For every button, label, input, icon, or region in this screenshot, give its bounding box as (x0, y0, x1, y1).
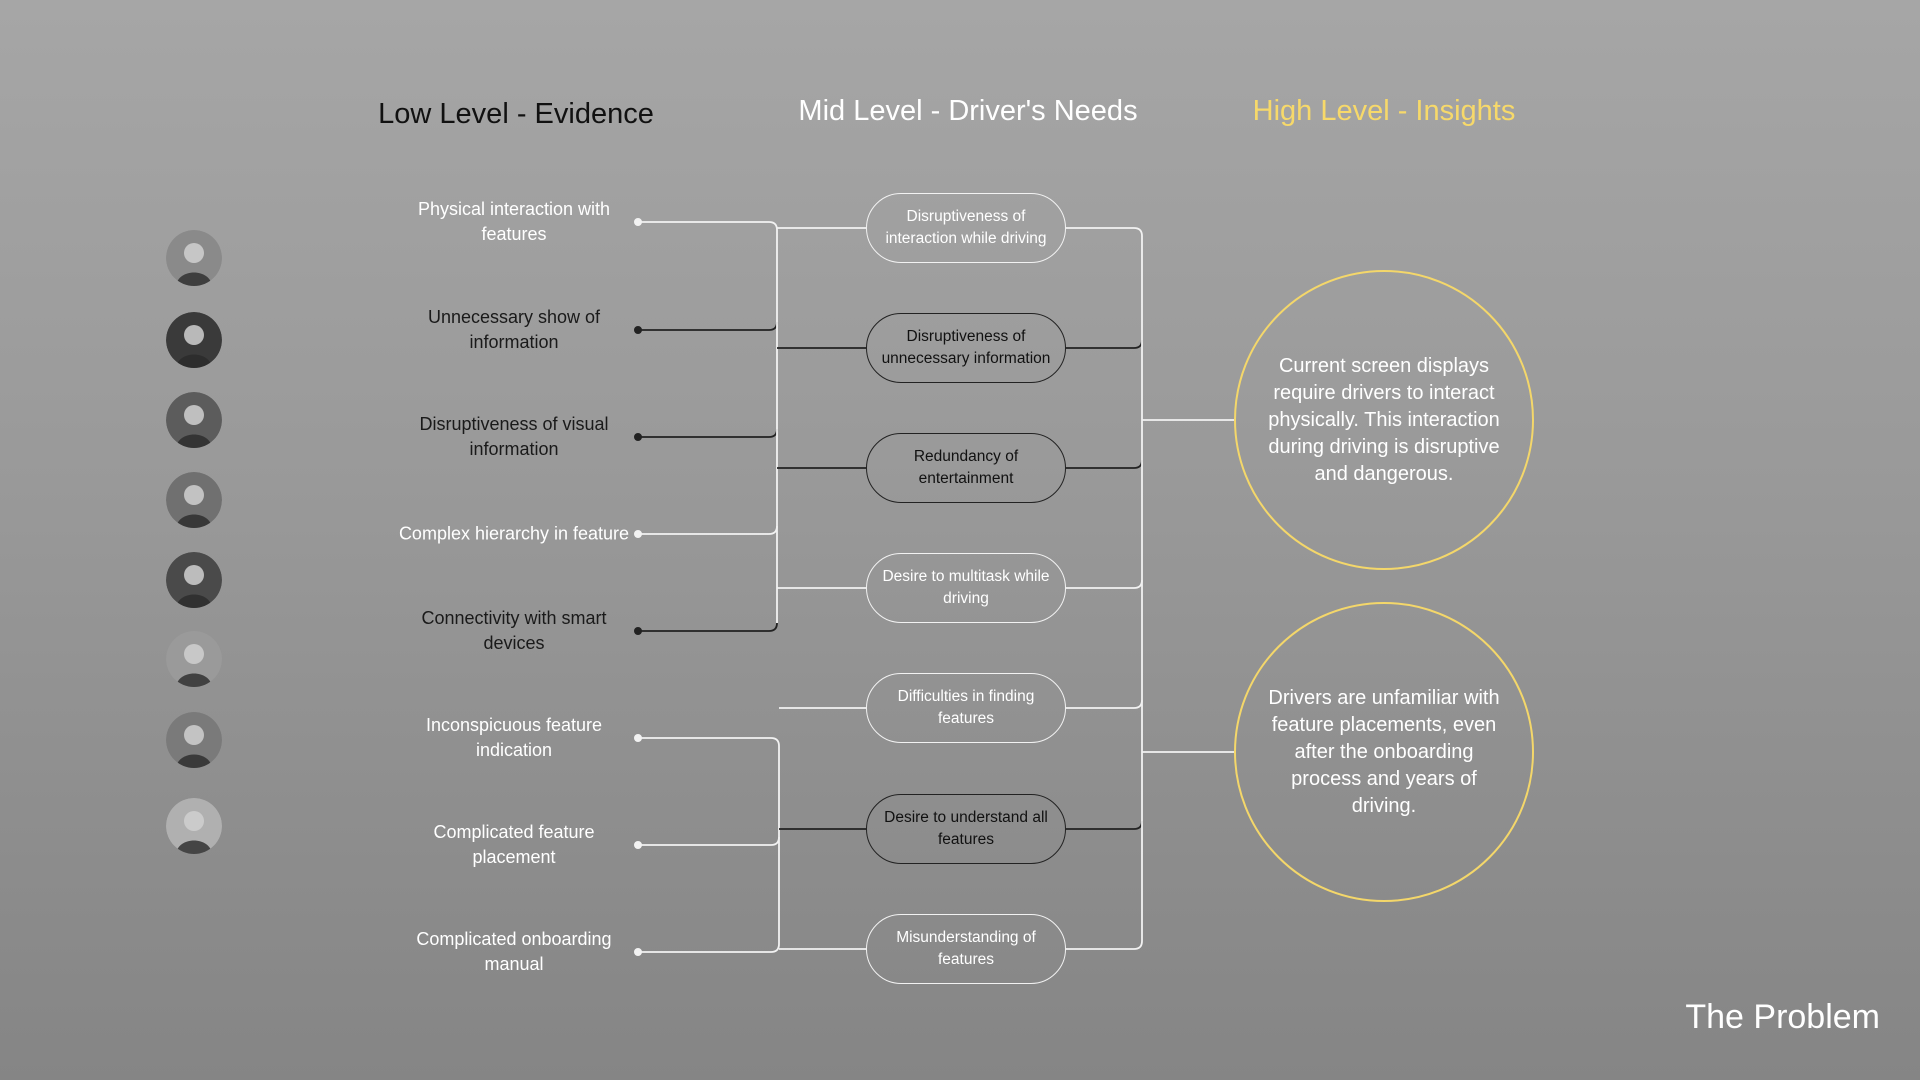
connector-dot (634, 218, 642, 226)
need-out-connector (1066, 459, 1143, 469)
evidence-connector (638, 836, 780, 846)
evidence-complex-hierarchy-in-feature: Complex hierarchy in feature (398, 523, 630, 544)
evidence-inconspicuous-feature-indication: Inconspicuous feature indication (425, 715, 603, 760)
connector-dot (634, 627, 642, 635)
insight-text: Drivers are unfamiliar with feature plac… (1268, 686, 1500, 817)
evidence-physical-interaction-with-features: Physical interaction with features (417, 199, 611, 244)
evidence-connector (638, 943, 780, 953)
participant-1-avatar (166, 230, 222, 286)
need-label: Disruptiveness of interaction while driv… (885, 208, 1047, 247)
evidence-disruptiveness-of-visual-information: Disruptiveness of visual information (419, 414, 609, 459)
heading-high-level-insights: High Level - Insights (1252, 95, 1516, 127)
evidence-connector (638, 737, 780, 747)
participant-7-avatar (166, 712, 222, 768)
need-label: Redundancy of entertainment (913, 448, 1019, 487)
need-out-connector (1066, 339, 1143, 349)
connector-dot (634, 734, 642, 742)
participant-3-avatar (166, 392, 222, 448)
need-desire-to-multitask-while-driving: Desire to multitask while driving (866, 553, 1066, 623)
participant-8-avatar (166, 798, 222, 854)
evidence-connector (638, 321, 778, 331)
connector-dot (634, 433, 642, 441)
participant-6-avatar (166, 631, 222, 687)
evidence-complicated-feature-placement: Complicated feature placement (433, 822, 595, 867)
evidence-connectivity-with-smart-devices: Connectivity with smart devices (421, 608, 607, 653)
need-label: Desire to multitask while driving (882, 568, 1050, 607)
need-disruptiveness-of-interaction-while-driving: Disruptiveness of interaction while driv… (866, 193, 1066, 263)
evidence-complicated-onboarding-manual: Complicated onboarding manual (416, 929, 612, 974)
need-misunderstanding-of-features: Misunderstanding of features (866, 914, 1066, 984)
need-difficulties-in-finding-features: Difficulties in finding features (866, 673, 1066, 743)
need-label: Difficulties in finding features (897, 688, 1035, 727)
need-label: Desire to understand all features (884, 809, 1048, 848)
insight-circle-1: Current screen displays require drivers … (1234, 270, 1534, 570)
slide-title: The Problem (1685, 998, 1880, 1036)
participant-5-avatar (166, 552, 222, 608)
need-label: Disruptiveness of unnecessary informatio… (881, 328, 1051, 367)
need-out-connector (1066, 940, 1143, 950)
evidence-unnecessary-show-of-information: Unnecessary show of information (427, 307, 601, 352)
insight-text: Current screen displays require drivers … (1268, 354, 1500, 485)
evidence-connector (638, 221, 778, 231)
need-out-connector (1066, 579, 1143, 589)
insight-circle-2: Drivers are unfamiliar with feature plac… (1234, 602, 1534, 902)
heading-mid-level-drivers-needs: Mid Level - Driver's Needs (798, 95, 1138, 127)
need-redundancy-of-entertainment: Redundancy of entertainment (866, 433, 1066, 503)
connector-dot (634, 841, 642, 849)
participant-2-avatar (166, 312, 222, 368)
evidence-connector (638, 525, 778, 535)
need-desire-to-understand-all-features: Desire to understand all features (866, 794, 1066, 864)
connector-dot (634, 326, 642, 334)
need-disruptiveness-of-unnecessary-information: Disruptiveness of unnecessary informatio… (866, 313, 1066, 383)
need-label: Misunderstanding of features (896, 929, 1036, 968)
evidence-connector (638, 622, 778, 632)
need-out-connector (1066, 227, 1143, 237)
evidence-connector (638, 428, 778, 438)
heading-low-level-evidence: Low Level - Evidence (378, 98, 654, 130)
participant-4-avatar (166, 472, 222, 528)
connector-dot (634, 530, 642, 538)
need-out-connector (1066, 699, 1143, 709)
need-out-connector (1066, 820, 1143, 830)
connector-dot (634, 948, 642, 956)
